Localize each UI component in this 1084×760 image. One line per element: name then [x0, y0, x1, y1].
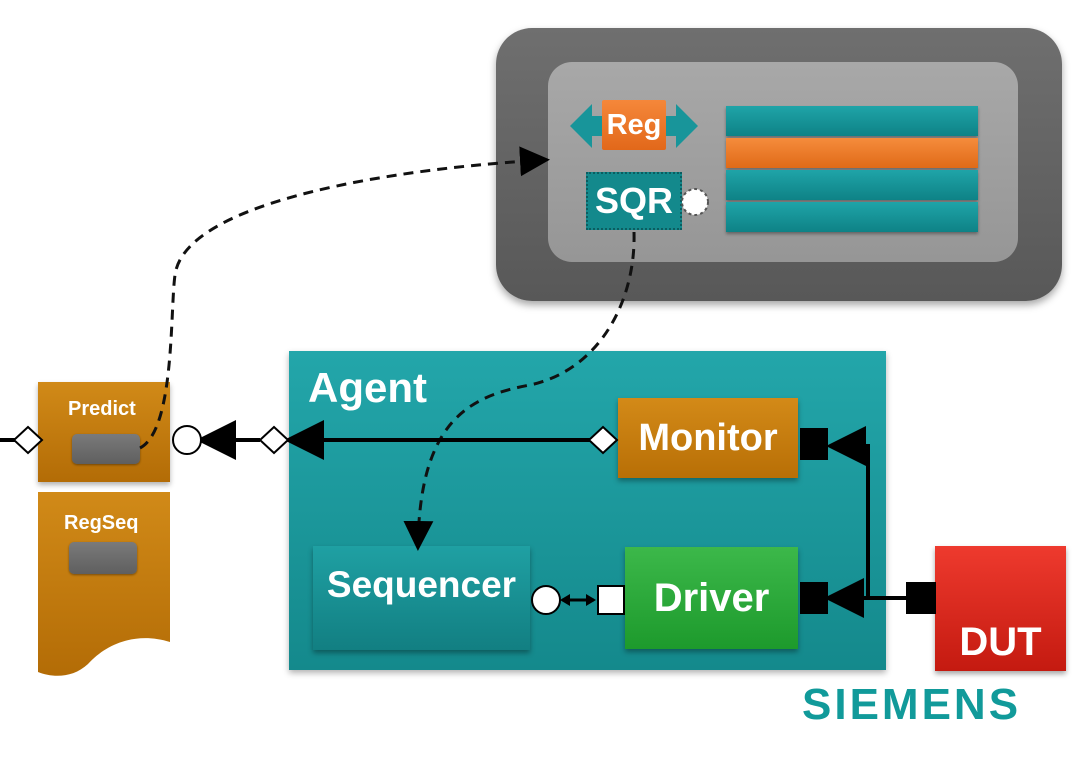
agent-label: Agent [308, 364, 427, 411]
regseq-slot [69, 542, 137, 574]
sqr-block: SQR [586, 172, 682, 230]
register-stripe-highlight [726, 138, 978, 168]
siemens-logo: SIEMENS [802, 680, 1022, 729]
register-stripe [726, 106, 978, 136]
predict-label: Predict [68, 398, 136, 420]
regseq-label: RegSeq [64, 512, 139, 534]
register-stripe [726, 202, 978, 232]
sequencer-block: Sequencer [313, 546, 530, 650]
predict-component [38, 382, 170, 482]
reg-block: Reg [602, 100, 666, 150]
predict-slot [72, 434, 140, 464]
driver-block: Driver [625, 547, 798, 649]
regseq-component [38, 492, 170, 676]
register-stripe [726, 170, 978, 200]
dut-block: DUT [935, 546, 1066, 671]
monitor-block: Monitor [618, 398, 798, 478]
